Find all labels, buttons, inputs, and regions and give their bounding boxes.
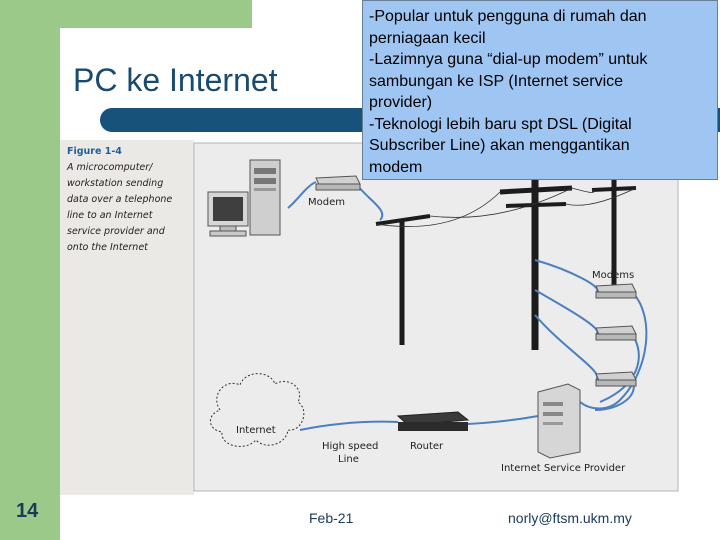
- router-to-isp-cable: [467, 415, 539, 425]
- callout-line: -Teknologi lebih baru spt DSL (Digital: [369, 115, 632, 133]
- figure-caption-title: Figure 1-4: [67, 146, 122, 157]
- internet-to-router-cable: [299, 420, 399, 431]
- callout-line: -Lazimnya guna “dial-up modem” untuk: [369, 51, 648, 68]
- server-icon: [537, 383, 581, 459]
- modem-label: Modem: [308, 197, 345, 208]
- figure-caption-line: line to an Internet: [67, 210, 154, 221]
- callout-line: -Popular untuk pengguna di rumah dan: [369, 8, 647, 25]
- green-left-band: [0, 0, 60, 540]
- figure-caption-line: service provider and: [67, 226, 166, 237]
- footer-email: norly@ftsm.ukm.my: [508, 510, 632, 526]
- modem-icon: [595, 371, 637, 387]
- router-label: Router: [410, 441, 444, 452]
- high-speed-line-label: Line: [338, 454, 359, 465]
- monitor-icon: [207, 191, 249, 237]
- pc-to-modem-cable: [287, 181, 317, 209]
- modem-to-isp-cable: [579, 291, 648, 410]
- callout-line: Subscriber Line) akan menggantikan: [369, 137, 630, 154]
- figure-caption-line: data over a telephone: [67, 194, 172, 205]
- modem-to-isp-cable: [599, 333, 640, 403]
- modem-icon: [595, 283, 637, 299]
- modem-icon: [315, 175, 361, 191]
- callout-line: provider): [369, 94, 433, 111]
- internet-label: Internet: [236, 425, 276, 436]
- high-speed-line-label: High speed: [322, 441, 378, 452]
- figure-caption-line: onto the Internet: [67, 242, 149, 253]
- pc-tower-icon: [249, 159, 281, 236]
- slide-title: PC ke Internet: [73, 62, 278, 98]
- utility-pole-icon: [375, 178, 637, 350]
- router-icon: [396, 411, 470, 431]
- modems-label: Modems: [592, 270, 634, 281]
- slide-number: 14: [16, 500, 39, 522]
- callout-line: perniagaan kecil: [369, 29, 486, 47]
- callout-line: sambungan ke ISP (Internet service: [369, 72, 624, 90]
- modem-icon: [595, 325, 637, 341]
- isp-label: Internet Service Provider: [501, 463, 626, 474]
- power-lines: [375, 187, 637, 227]
- callout-line: modem: [369, 158, 423, 176]
- figure-caption-line: workstation sending: [67, 178, 163, 189]
- info-callout: -Popular untuk pengguna di rumah dan per…: [362, 0, 718, 180]
- network-figure: Figure 1-4 A microcomputer/ workstation …: [60, 140, 679, 495]
- footer-date: Feb-21: [309, 510, 354, 526]
- figure-caption-panel: [60, 140, 194, 495]
- figure-caption-line: A microcomputer/: [66, 162, 154, 173]
